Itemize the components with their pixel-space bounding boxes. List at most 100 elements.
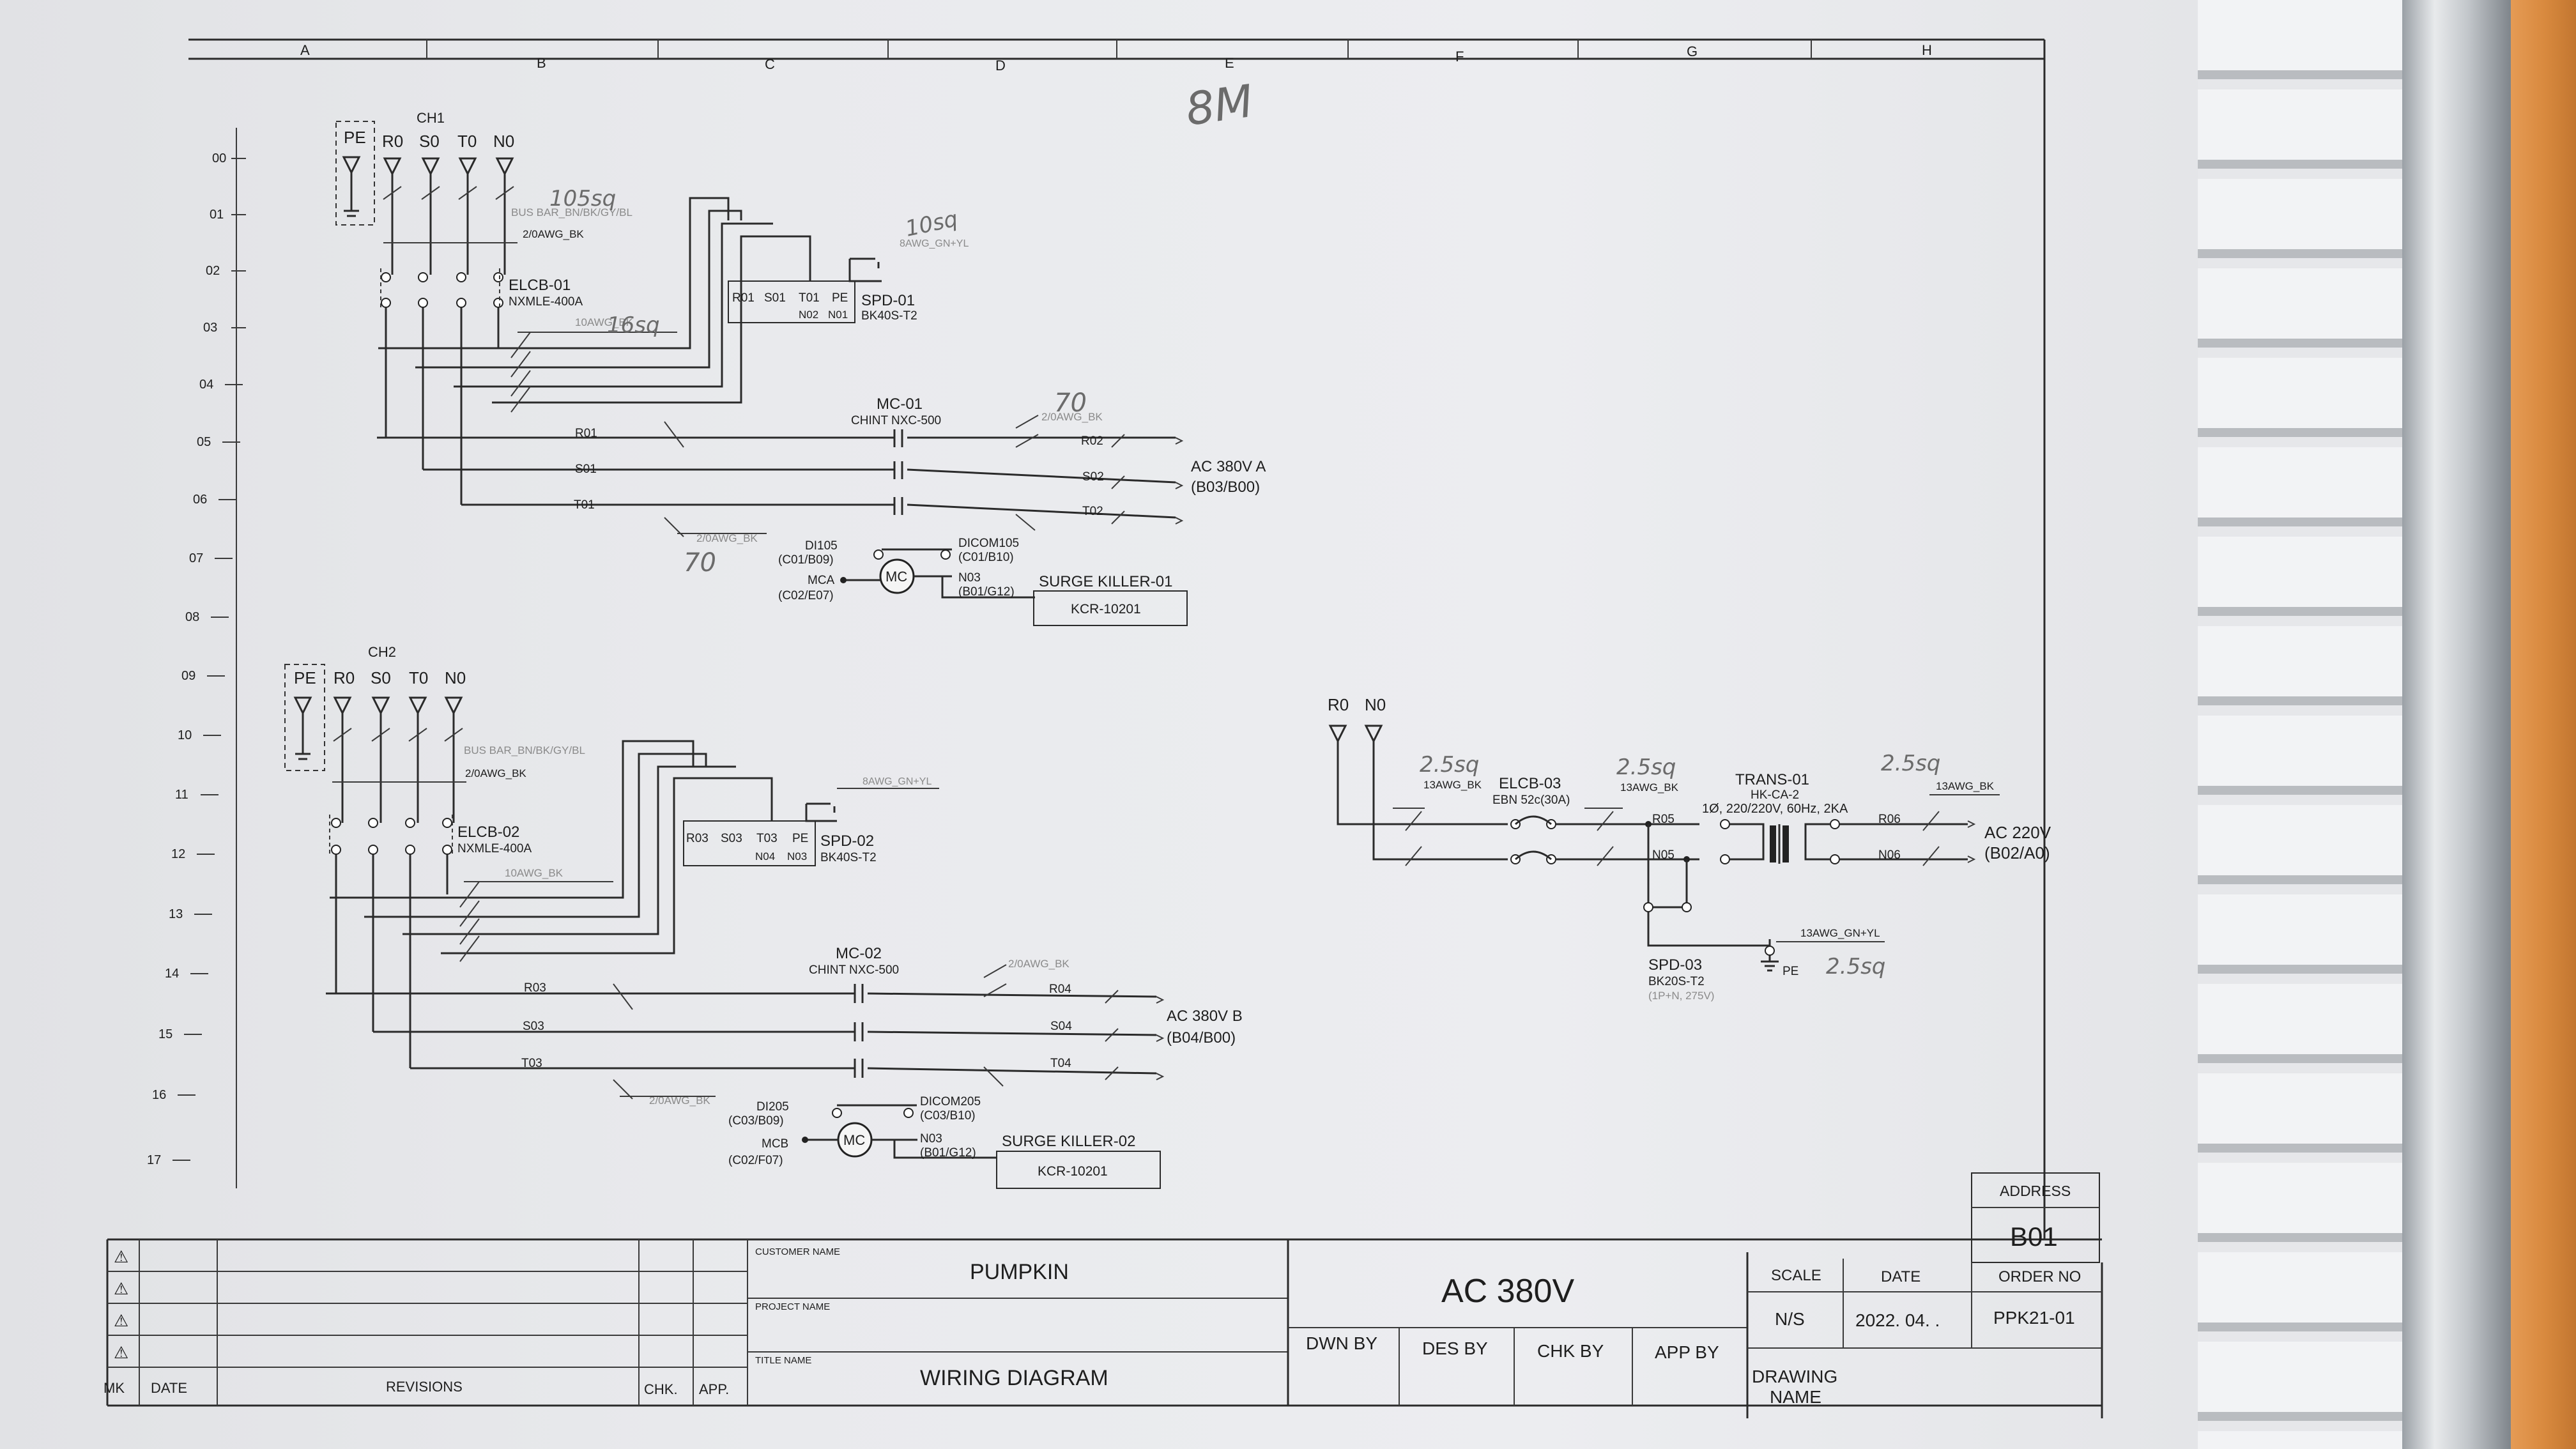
ch2-n0x: N03 [920, 1132, 942, 1146]
ch1-n0x-ref: (B01/G12) [958, 585, 1015, 599]
sheet-border [107, 38, 2102, 1241]
ch2-spd-terminal: T03 [756, 832, 778, 845]
handwritten-note: 2.5sq [1616, 755, 1676, 780]
handwritten-note: 8M [1183, 75, 1256, 136]
ch1-terminal-label: R0 [382, 132, 403, 151]
ch1-coil-label: MC [885, 569, 907, 585]
row-label: 11 [175, 788, 188, 802]
row-labels: 00 01 02 03 04 05 06 07 08 09 10 11 12 1… [147, 151, 246, 1167]
handwritten-note: 2.5sq [1420, 752, 1479, 778]
ch1-group-label: CH1 [417, 110, 445, 126]
ac220-wire-out-label: 13AWG_BK [1936, 780, 1995, 792]
ac220-output-label: AC 220V [1984, 823, 2051, 842]
row-label: 01 [210, 208, 224, 222]
scale-label: SCALE [1771, 1267, 1821, 1284]
title-label: TITLE NAME [755, 1355, 811, 1366]
ch2-spd-terminal: N04 [755, 850, 775, 862]
handwritten-note: 2.5sq [1826, 954, 1885, 979]
terminal-icon [333, 696, 463, 716]
ch1-bus-bar-label: BUS BAR_BN/BK/GY/BL [511, 206, 632, 218]
ch1-dicom: DICOM105 [958, 537, 1019, 550]
ac220-elcb-name: ELCB-03 [1499, 775, 1561, 792]
background-shelf-post [2402, 0, 2511, 1449]
ch2-spd-wire-label: 8AWG_GN+YL [862, 776, 931, 787]
revision-warning-icon: ⚠ [114, 1279, 128, 1298]
ch2-line-in: T03 [521, 1057, 542, 1070]
ch2-line-out: T04 [1050, 1057, 1071, 1070]
ac220-trans-model: HK-CA-2 [1751, 788, 1799, 802]
ch1-spd-terminal: N02 [799, 309, 818, 321]
handwritten-note: 105sq [549, 186, 616, 211]
ac220-n05: N05 [1652, 848, 1675, 862]
row-label: 02 [206, 264, 220, 278]
ch2-line-in: R03 [524, 981, 546, 995]
ch2-mca: MCB [762, 1137, 788, 1151]
ch2-circuit: CH2 PE R0 S0 T0 N0 BUS BAR_BN/BK/GY/BL 2… [284, 644, 1243, 1189]
ch2-output-ref: (B04/B00) [1167, 1029, 1236, 1046]
chk-header: CHK. [644, 1381, 678, 1397]
date-value: 2022. 04. . [1855, 1310, 1940, 1330]
row-label: 13 [169, 907, 183, 921]
chk-by-label: CHK BY [1537, 1341, 1604, 1361]
ch1-spd-terminal: S01 [764, 291, 786, 305]
ch2-spd-terminal: R03 [686, 832, 709, 845]
ch1-di-ref: (C01/B09) [778, 553, 834, 567]
ch1-wire-bottom-label: 2/0AWG_BK [696, 532, 758, 544]
ch2-wire10-label: 10AWG_BK [505, 867, 564, 879]
row-label: 04 [199, 378, 213, 392]
row-label: 16 [152, 1088, 166, 1102]
address-label: ADDRESS [2000, 1183, 2071, 1199]
mk-header: MK [103, 1380, 125, 1396]
handwritten-note: 70 [1054, 388, 1087, 418]
title-block: ADDRESS B01 ⚠ ⚠ ⚠ ⚠ MK DATE [103, 1172, 2103, 1418]
ch1-pe-box [335, 121, 375, 226]
trans-01: TRANS-01 HK-CA-2 1Ø, 220/220V, 60Hz, 2KA [1702, 771, 1848, 864]
column-labels: A B C D E F G H [300, 42, 1932, 73]
terminal-icon [383, 157, 514, 176]
ch1-spd-terminal: R01 [732, 291, 755, 305]
ch1-mc-name: MC-01 [877, 395, 923, 413]
ch2-dicom-ref: (C03/B10) [920, 1109, 976, 1123]
handwritten-note: 70 [684, 548, 716, 578]
ch1-elcb-name: ELCB-01 [509, 277, 571, 294]
ch2-wire-label: 2/0AWG_BK [465, 767, 526, 779]
column-label: A [300, 42, 310, 58]
order-value: PPK21-01 [1993, 1308, 2075, 1328]
revision-warning-icon: ⚠ [114, 1343, 128, 1362]
elcb-02: ELCB-02 NXMLE-400A [329, 815, 532, 856]
ch1-output-ref: (B03/B00) [1191, 479, 1260, 496]
ch1-spd-terminal: PE [832, 291, 848, 305]
handwritten-note: 2.5sq [1881, 751, 1940, 776]
ac220-pe: PE [1782, 965, 1798, 978]
ac220-elcb-model: EBN 52c(30A) [1492, 793, 1570, 807]
ch2-line-out: R04 [1049, 983, 1071, 996]
column-label: D [995, 57, 1006, 73]
ch1-circuit: CH1 PE R0 S0 T0 N0 BUS BAR_BN/BK/GY/BL 2… [335, 110, 1266, 626]
ch2-mc-name: MC-02 [836, 945, 882, 962]
row-label: 00 [212, 151, 226, 165]
row-label: 15 [158, 1027, 172, 1041]
ac220-circuit: R0 N0 13AWG_BK ELCB-03 EBN 52c(30A) 13AW… [1328, 695, 2051, 1002]
ch2-group-label: CH2 [368, 644, 396, 660]
ch1-line-out: R02 [1081, 434, 1103, 448]
ch1-surge-model: KCR-10201 [1071, 602, 1141, 617]
row-label: 08 [185, 610, 199, 624]
ch2-terminal-label: S0 [371, 668, 391, 687]
ch2-elcb-model: NXMLE-400A [457, 842, 532, 855]
column-label: C [765, 56, 775, 72]
ac220-output-ref: (B02/A0) [1984, 843, 2050, 862]
column-label: F [1455, 49, 1464, 65]
app-header: APP. [699, 1381, 729, 1397]
ch1-n0x: N03 [958, 571, 981, 585]
ac220-n06: N06 [1878, 848, 1901, 862]
ch2-spd-terminal: N03 [787, 850, 807, 862]
ch2-di: DI205 [756, 1100, 789, 1114]
app-by-label: APP BY [1655, 1342, 1719, 1362]
row-label: 07 [189, 551, 203, 565]
scale-value: N/S [1775, 1309, 1805, 1329]
title-value: WIRING DIAGRAM [920, 1366, 1108, 1390]
pe-ground-icon [342, 156, 361, 217]
ch2-terminal-label: N0 [445, 668, 466, 687]
address-value: B01 [2010, 1222, 2058, 1252]
